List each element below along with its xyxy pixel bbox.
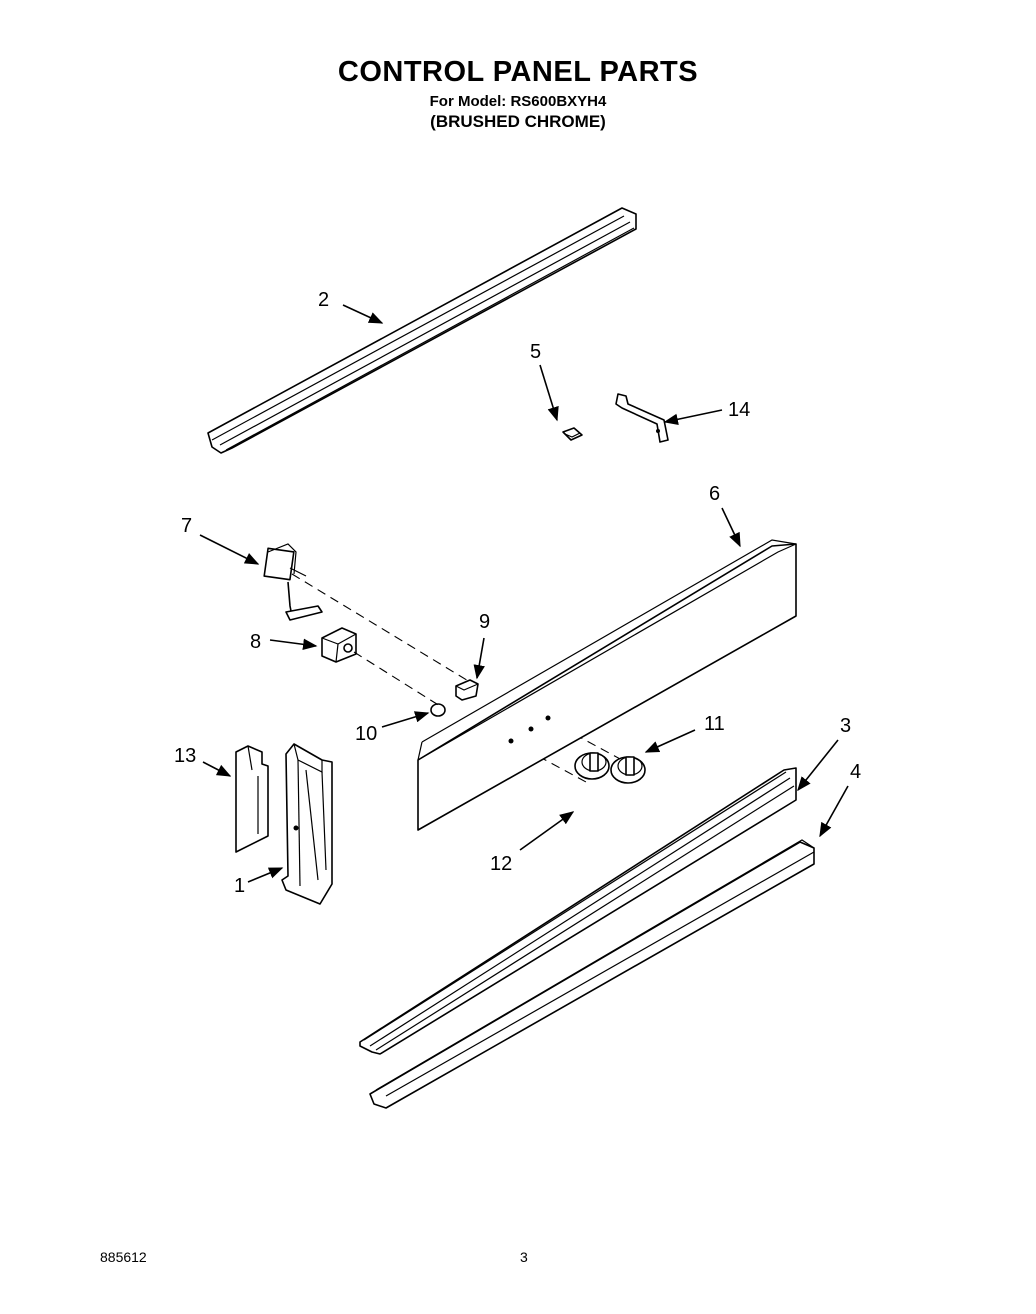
- callout-3: 3: [840, 715, 851, 737]
- callout-6: 6: [709, 483, 720, 505]
- part-3-lower-channel: [359, 767, 797, 1055]
- part-12-knob: [574, 752, 610, 780]
- callout-14: 14: [728, 399, 750, 421]
- model-subtitle: For Model: RS600BXYH4: [429, 93, 607, 110]
- part-5-clip: [562, 427, 583, 441]
- part-11-knob: [610, 756, 646, 784]
- callout-11: 11: [704, 713, 725, 735]
- part-1-end-bracket: [281, 743, 333, 905]
- callout-13: 13: [174, 745, 196, 767]
- part-10-lamp: [430, 703, 446, 717]
- alignment-line-8: [353, 651, 441, 707]
- page-title: CONTROL PANEL PARTS: [337, 56, 699, 88]
- part-2-top-trim-channel: [207, 207, 637, 454]
- document-number: 885612: [100, 1249, 147, 1265]
- callout-10: 10: [355, 723, 377, 745]
- callout-1: 1: [234, 875, 245, 897]
- part-14-bracket: [615, 393, 669, 443]
- part-7-switch: [263, 543, 323, 621]
- callout-9: 9: [479, 611, 490, 633]
- alignment-line-7: [291, 573, 471, 683]
- part-13-plate: [235, 745, 269, 853]
- part-4-bottom-trim: [369, 839, 815, 1109]
- page-number: 3: [520, 1249, 528, 1265]
- callout-2: 2: [318, 289, 329, 311]
- callout-7: 7: [181, 515, 192, 537]
- callout-leaders: [199, 304, 849, 883]
- part-8-switch-block: [321, 627, 357, 663]
- part-6-control-panel: [417, 539, 797, 831]
- finish-subtitle: (BRUSHED CHROME): [430, 112, 606, 131]
- callout-4: 4: [850, 761, 861, 783]
- part-9-small-switch: [455, 679, 479, 701]
- callout-12: 12: [490, 853, 512, 875]
- callout-8: 8: [250, 631, 261, 653]
- callout-5: 5: [530, 341, 541, 363]
